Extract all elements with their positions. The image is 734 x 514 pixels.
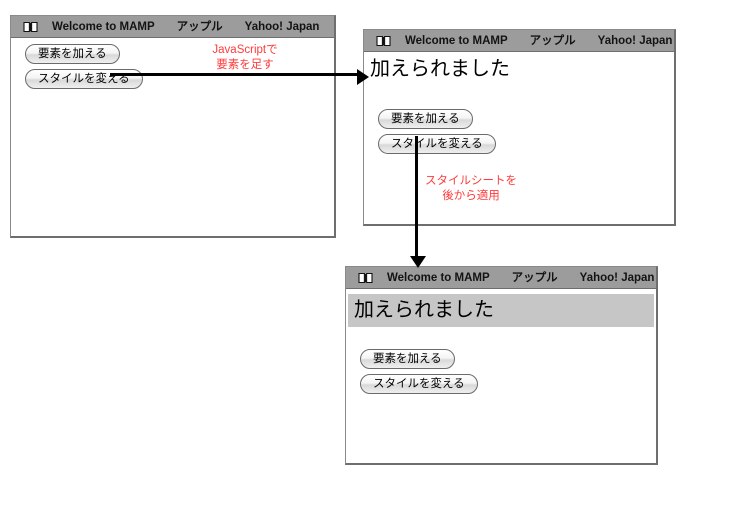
book-icon [372, 35, 394, 47]
add-element-button-row: 要素を加える [25, 44, 334, 69]
add-element-button[interactable]: 要素を加える [378, 109, 473, 129]
annotation-line-1: JavaScriptで [212, 44, 278, 56]
bookmark-bar[interactable]: Welcome to MAMP アップル Yahoo! Japan [11, 16, 334, 38]
add-element-button[interactable]: 要素を加える [25, 44, 120, 64]
book-icon [354, 272, 376, 284]
bookmark-item-yahoo-japan[interactable]: Yahoo! Japan [597, 34, 673, 47]
button-stack: 要素を加える スタイルを変える [364, 87, 674, 159]
browser-window-element-added[interactable]: Welcome to MAMP アップル Yahoo! Japan 加えられまし… [363, 29, 676, 226]
annotation-line-2: 要素を足す [216, 59, 274, 71]
change-style-button[interactable]: スタイルを変える [360, 374, 478, 394]
arrow-window2-to-window3 [410, 136, 426, 268]
change-style-button[interactable]: スタイルを変える [378, 134, 496, 154]
add-element-button-row: 要素を加える [378, 109, 674, 134]
bookmark-bar[interactable]: Welcome to MAMP アップル Yahoo! Japan [364, 30, 674, 52]
annotation-line-2: 後から適用 [442, 190, 500, 202]
browser-window-before[interactable]: Welcome to MAMP アップル Yahoo! Japan 要素を加える… [10, 15, 336, 238]
arrow-window1-to-window2 [110, 69, 369, 85]
page-heading: 加えられました [370, 58, 510, 80]
page-content: 加えられました 要素を加える スタイルを変える [364, 52, 674, 224]
change-style-button-row: スタイルを変える [360, 374, 656, 399]
change-style-button[interactable]: スタイルを変える [25, 69, 143, 89]
bookmark-item-apple[interactable]: アップル [176, 20, 223, 33]
bookmark-item-welcome-to-mamp[interactable]: Welcome to MAMP [52, 20, 155, 33]
annotation-javascript-add-element: JavaScriptで 要素を足す [186, 43, 304, 73]
bookmark-item-welcome-to-mamp[interactable]: Welcome to MAMP [405, 34, 508, 47]
bookmark-item-apple[interactable]: アップル [511, 271, 558, 284]
annotation-line-1: スタイルシートを [425, 175, 517, 187]
bookmark-item-yahoo-japan[interactable]: Yahoo! Japan [579, 271, 655, 284]
bookmark-bar[interactable]: Welcome to MAMP アップル Yahoo! Japan [346, 267, 656, 289]
browser-window-style-applied[interactable]: Welcome to MAMP アップル Yahoo! Japan 加えられまし… [345, 266, 658, 465]
page-heading-styled: 加えられました [348, 294, 654, 327]
bookmark-item-welcome-to-mamp[interactable]: Welcome to MAMP [387, 271, 490, 284]
annotation-stylesheet-applied-later: スタイルシートを 後から適用 [421, 174, 521, 204]
page-content: 加えられました 要素を加える スタイルを変える [346, 289, 656, 463]
book-icon [19, 21, 41, 33]
add-element-button[interactable]: 要素を加える [360, 349, 455, 369]
bookmark-item-yahoo-japan[interactable]: Yahoo! Japan [244, 20, 320, 33]
bookmark-item-apple[interactable]: アップル [529, 34, 576, 47]
button-stack: 要素を加える スタイルを変える [346, 327, 656, 399]
add-element-button-row: 要素を加える [360, 349, 656, 374]
change-style-button-row: スタイルを変える [378, 134, 674, 159]
